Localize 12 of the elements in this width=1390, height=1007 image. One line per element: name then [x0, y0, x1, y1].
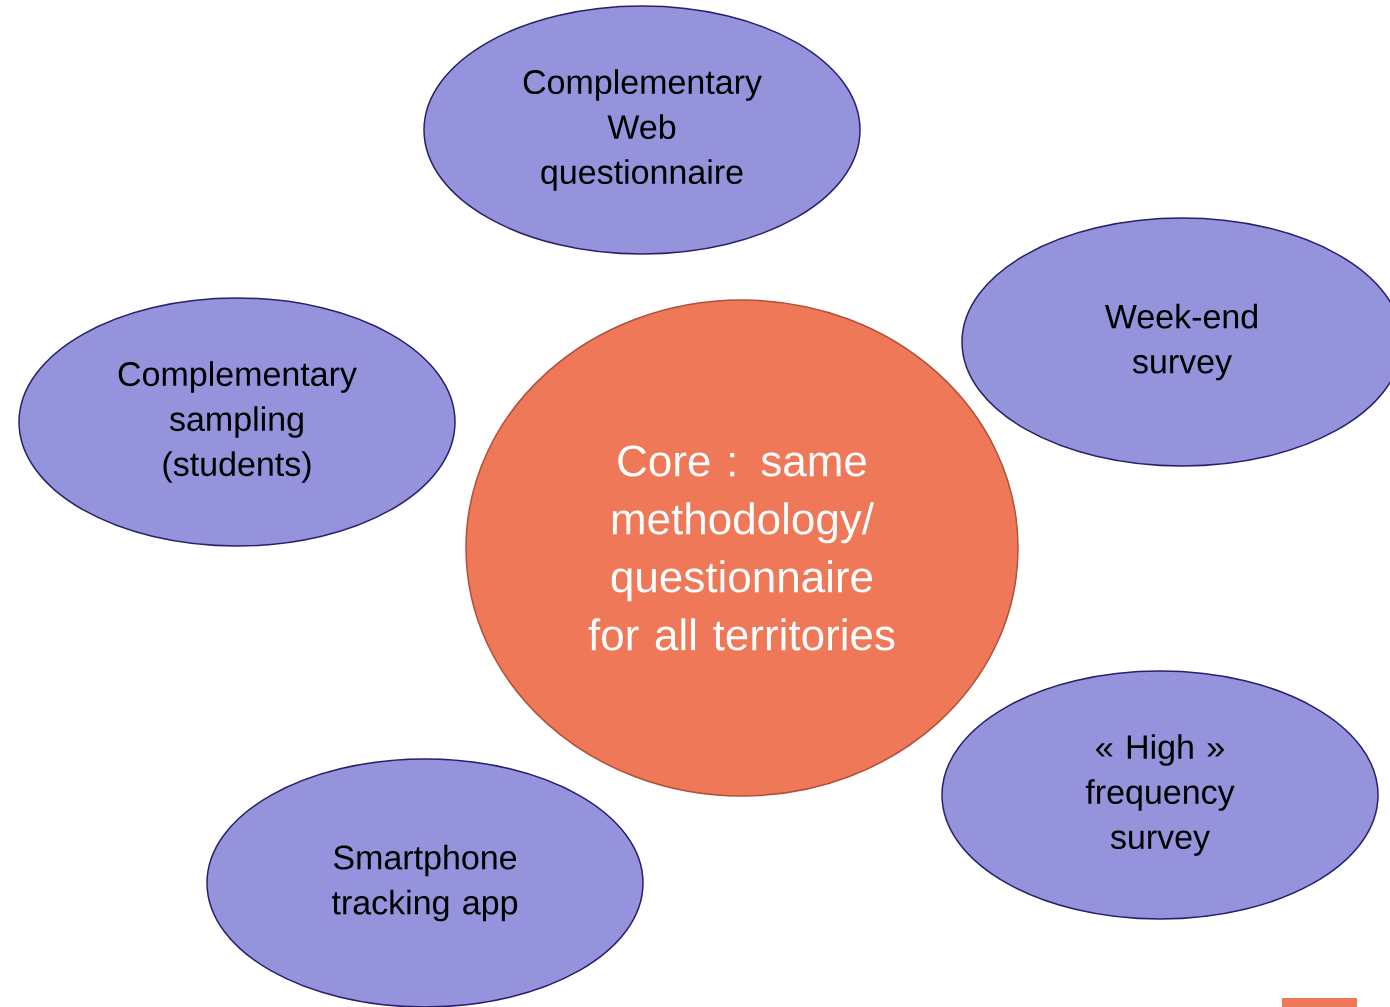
node-label: Week-end survey	[1104, 303, 1257, 381]
node-label: Core : same methodology/ questionnaire for all territories	[588, 445, 895, 651]
ellipse	[206, 758, 644, 1007]
node-label: Complementary sampling (students)	[118, 361, 357, 483]
node-label: « High » frequency survey	[1085, 734, 1235, 856]
ellipse	[961, 217, 1390, 467]
node-label: Complementary Web questionnaire	[523, 69, 762, 191]
ellipse	[941, 670, 1379, 920]
ellipse	[18, 297, 456, 547]
circle	[465, 299, 1019, 797]
node-label: Smartphone tracking app	[331, 844, 518, 922]
ellipse	[423, 5, 861, 255]
